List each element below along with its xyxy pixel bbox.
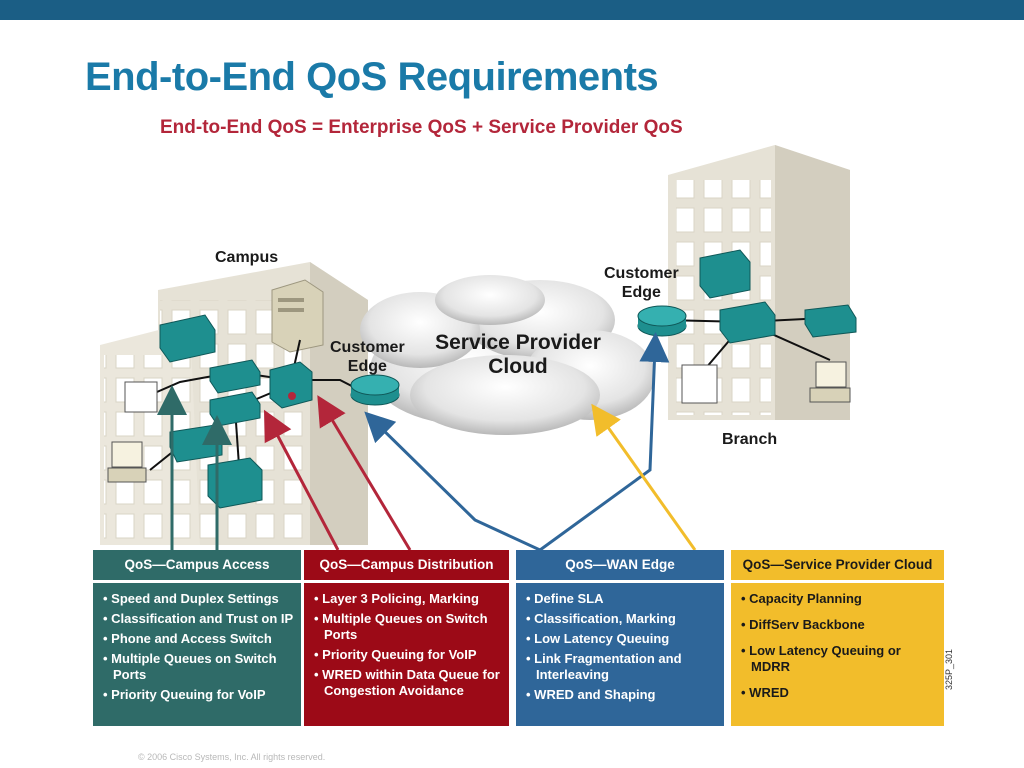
list-item: Classification, Marking [524, 611, 718, 627]
box-body: Speed and Duplex Settings Classification… [93, 583, 301, 726]
list-item: Multiple Queues on Switch Ports [101, 651, 295, 683]
ip-phone-icon [169, 424, 223, 463]
branch-switch-icon [719, 301, 776, 344]
list-item: Capacity Planning [739, 591, 938, 607]
list-item: Low Latency Queuing [524, 631, 718, 647]
list-item: Low Latency Queuing or MDRR [739, 643, 938, 675]
cloud-label-line2: Cloud [488, 355, 548, 378]
list-item: Multiple Queues on Switch Ports [312, 611, 503, 643]
list-item: Define SLA [524, 591, 718, 607]
top-bar [0, 0, 1024, 20]
branch-server-icon [681, 364, 718, 404]
qos-arrows [157, 332, 697, 552]
list-item: WRED within Data Queue for Congestion Av… [312, 667, 503, 699]
list-item: DiffServ Backbone [739, 617, 938, 633]
copyright-footer: © 2006 Cisco Systems, Inc. All rights re… [138, 752, 326, 762]
customer-edge-right-line1: Customer [604, 265, 679, 282]
router-icon [637, 305, 687, 337]
server-icon [271, 279, 324, 353]
box-heading: QoS—Campus Distribution [304, 550, 509, 580]
qos-campus-access-box: QoS—Campus Access Speed and Duplex Setti… [93, 550, 301, 726]
box-heading: QoS—Service Provider Cloud [731, 550, 944, 580]
list-item: Layer 3 Policing, Marking [312, 591, 503, 607]
box-body: Define SLA Classification, Marking Low L… [516, 583, 724, 726]
service-provider-cloud [360, 275, 655, 435]
campus-label: Campus [215, 249, 279, 266]
figure-code: 325P_301 [944, 648, 954, 690]
list-item: Priority Queuing for VoIP [312, 647, 503, 663]
customer-edge-left-line1: Customer [330, 339, 405, 356]
qos-service-provider-cloud-box: QoS—Service Provider Cloud Capacity Plan… [731, 550, 944, 726]
box-body: Layer 3 Policing, Marking Multiple Queue… [304, 583, 509, 726]
ip-phone-icon [804, 304, 857, 338]
page-title: End-to-End QoS Requirements [85, 55, 659, 99]
list-item: Phone and Access Switch [101, 631, 295, 647]
pc-icon [107, 381, 158, 483]
list-item: Speed and Duplex Settings [101, 591, 295, 607]
customer-edge-right-label: Customer Edge [604, 264, 679, 302]
customer-edge-right-line2: Edge [621, 284, 661, 301]
branch-label: Branch [722, 431, 778, 448]
server-switch-icon [207, 457, 263, 509]
pc-icon [809, 361, 851, 403]
customer-edge-left-label: Customer Edge [330, 338, 405, 376]
cloud-label: Service Provider Cloud [423, 331, 613, 379]
layer2-switch-icon [209, 359, 261, 394]
box-heading: QoS—Campus Access [93, 550, 301, 580]
list-item: WRED [739, 685, 938, 701]
branch-switch-icon [699, 249, 751, 299]
list-item: WRED and Shaping [524, 687, 718, 703]
list-item: Priority Queuing for VoIP [101, 687, 295, 703]
qos-wan-edge-box: QoS—WAN Edge Define SLA Classification, … [516, 550, 724, 726]
page-subtitle: End-to-End QoS = Enterprise QoS + Servic… [160, 117, 683, 138]
box-heading: QoS—WAN Edge [516, 550, 724, 580]
box-body: Capacity Planning DiffServ Backbone Low … [731, 583, 944, 726]
router-icon [350, 374, 400, 406]
access-switch-icon [159, 314, 216, 363]
list-item: Classification and Trust on IP [101, 611, 295, 627]
cloud-label-line1: Service Provider [435, 331, 601, 354]
customer-edge-left-line2: Edge [347, 358, 387, 375]
list-item: Link Fragmentation and Interleaving [524, 651, 718, 683]
multilayer-switch-icon [269, 361, 313, 409]
qos-campus-distribution-box: QoS—Campus Distribution Layer 3 Policing… [304, 550, 509, 726]
